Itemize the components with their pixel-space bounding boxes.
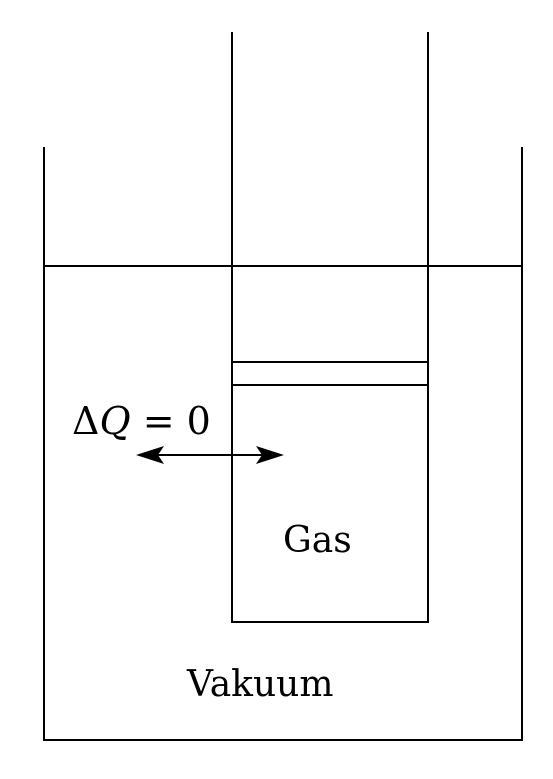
arrow-head-left — [136, 446, 164, 464]
delta-symbol: Δ — [72, 399, 99, 443]
outer-vessel — [43, 147, 523, 741]
arrow-head-right — [256, 446, 284, 464]
gas-label: Gas — [283, 520, 352, 561]
vacuum-label: Vakuum — [186, 664, 333, 705]
equation-value: = 0 — [131, 399, 211, 443]
piston — [231, 361, 429, 386]
heat-equation-label: ΔQ = 0 — [72, 399, 211, 443]
heat-symbol: Q — [99, 399, 130, 443]
heat-exchange-arrow — [136, 446, 284, 464]
gas-cylinder — [231, 32, 429, 623]
